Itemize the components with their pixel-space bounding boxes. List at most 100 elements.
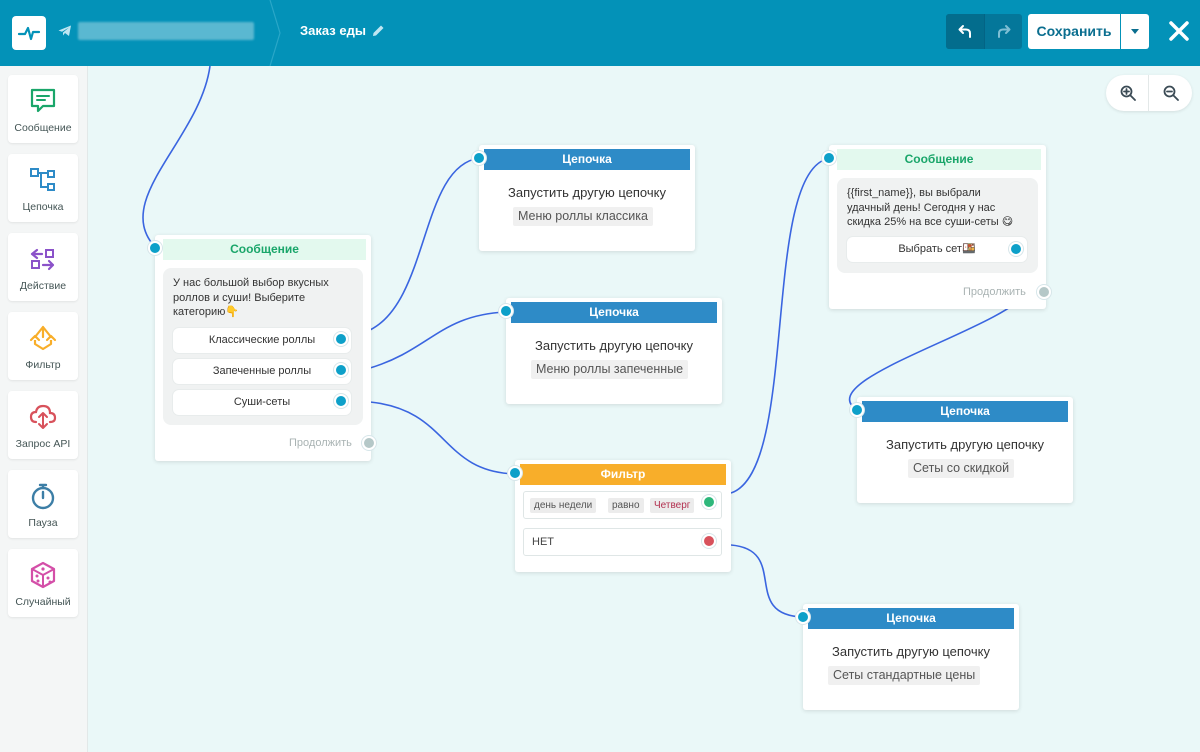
zoom-out-icon <box>1163 85 1179 101</box>
wire-filter-no-to-chain4 <box>730 544 804 618</box>
quick-reply-button-classic[interactable]: Классические роллы <box>173 328 351 353</box>
zoom-in-button[interactable] <box>1106 75 1149 111</box>
node-header: Сообщение <box>163 239 366 260</box>
chain-node-3[interactable]: Цепочка Запустить другую цепочку Сеты со… <box>857 397 1073 503</box>
chain-node-2[interactable]: Цепочка Запустить другую цепочку Меню ро… <box>506 298 722 404</box>
continue-label: Продолжить <box>289 437 352 449</box>
chain-node-4[interactable]: Цепочка Запустить другую цепочку Сеты ст… <box>803 604 1019 710</box>
save-button[interactable]: Сохранить <box>1028 14 1120 49</box>
palette-item-pause[interactable]: Пауза <box>8 470 78 538</box>
message-node-1[interactable]: Сообщение У нас большой выбор вкусных ро… <box>155 235 371 461</box>
chain-title: Запустить другую цепочку <box>832 644 990 659</box>
input-port[interactable] <box>148 241 162 255</box>
channel-name-blurred[interactable] <box>78 22 254 40</box>
node-header: Цепочка <box>808 608 1014 629</box>
quick-reply-button-choose-set[interactable]: Выбрать сет🍱 <box>847 237 1027 262</box>
zoom-controls <box>1106 75 1192 111</box>
filter-value-chip: Четверг <box>650 498 695 513</box>
message-text[interactable]: {{first_name}}, вы выбрали удачный день!… <box>847 186 1013 230</box>
chain-target-tag[interactable]: Меню роллы классика <box>513 207 653 226</box>
output-port[interactable] <box>334 363 348 377</box>
top-bar: Заказ еды Сохранить <box>0 0 1200 66</box>
zoom-in-icon <box>1120 85 1136 101</box>
flow-title[interactable]: Заказ еды <box>300 23 366 38</box>
close-button[interactable] <box>1164 16 1194 46</box>
node-header: Цепочка <box>511 302 717 323</box>
message-node-2[interactable]: Сообщение {{first_name}}, вы выбрали уда… <box>829 145 1046 309</box>
message-text[interactable]: У нас большой выбор вкусных роллов и суш… <box>173 276 329 320</box>
message-text-line: категорию👇 <box>173 306 240 318</box>
message-text-line: роллов и суши! Выберите <box>173 291 306 304</box>
chain-node-1[interactable]: Цепочка Запустить другую цепочку Меню ро… <box>479 145 695 251</box>
output-port[interactable] <box>1009 242 1023 256</box>
output-port[interactable] <box>334 394 348 408</box>
palette-item-action[interactable]: Действие <box>8 233 78 301</box>
palette-item-message[interactable]: Сообщение <box>8 75 78 143</box>
save-dropdown-button[interactable] <box>1121 14 1149 49</box>
message-text-line: У нас большой выбор вкусных <box>173 277 329 289</box>
wire-classic-to-chain1 <box>369 157 481 331</box>
node-header: Цепочка <box>862 401 1068 422</box>
input-port[interactable] <box>472 151 486 165</box>
action-icon <box>30 248 55 271</box>
message-icon <box>30 88 56 113</box>
wire-filter-yes-to-message2 <box>730 157 831 494</box>
pulse-logo-icon <box>17 26 41 41</box>
stopwatch-icon <box>31 483 55 510</box>
palette-item-filter[interactable]: Фильтр <box>8 312 78 380</box>
filter-condition-row[interactable]: день недели равно Четверг <box>523 491 722 519</box>
palette-item-chain[interactable]: Цепочка <box>8 154 78 222</box>
filter-else-row[interactable]: НЕТ <box>523 528 722 556</box>
palette-label: Фильтр <box>25 359 61 371</box>
node-header: Фильтр <box>520 464 726 485</box>
input-port[interactable] <box>508 466 522 480</box>
message-text-line: {{first_name}}, вы выбрали <box>847 187 981 199</box>
output-port[interactable] <box>334 332 348 346</box>
palette-item-api-request[interactable]: Запрос API <box>8 391 78 459</box>
chain-title: Запустить другую цепочку <box>535 338 693 353</box>
continue-port[interactable] <box>1037 285 1051 299</box>
palette-label: Запрос API <box>15 438 71 450</box>
api-cloud-icon <box>29 404 57 429</box>
chain-target-tag[interactable]: Меню роллы запеченные <box>531 360 689 379</box>
undo-icon <box>958 25 971 38</box>
continue-port[interactable] <box>362 436 376 450</box>
quick-reply-button-sushi-sets[interactable]: Суши-сеты <box>173 390 351 415</box>
wire-incoming <box>142 65 211 249</box>
wire-sets-to-filter <box>369 401 517 475</box>
filter-true-port[interactable] <box>702 495 716 509</box>
input-port[interactable] <box>499 304 513 318</box>
dice-icon <box>30 561 56 589</box>
message-text-line: скидка 25% на все суши-сеты 😋 <box>847 216 1014 228</box>
chain-title: Запустить другую цепочку <box>508 185 666 200</box>
input-port[interactable] <box>796 610 810 624</box>
node-header: Цепочка <box>484 149 690 170</box>
wire-baked-to-chain2 <box>369 311 507 369</box>
input-port[interactable] <box>822 151 836 165</box>
breadcrumb-separator-icon <box>269 0 281 66</box>
filter-icon <box>29 325 57 351</box>
history-controls <box>946 14 1022 49</box>
filter-operator-chip: равно <box>608 498 644 513</box>
chain-target-tag[interactable]: Сеты со скидкой <box>908 459 1015 478</box>
palette-label: Пауза <box>28 517 58 529</box>
node-header: Сообщение <box>837 149 1041 170</box>
chain-target-tag[interactable]: Сеты стандартные цены <box>828 666 981 685</box>
undo-button[interactable] <box>946 14 984 49</box>
filter-false-port[interactable] <box>702 534 716 548</box>
message-text-line: удачный день! Сегодня у нас <box>847 201 996 214</box>
filter-node[interactable]: Фильтр день недели равно Четверг НЕТ <box>515 460 731 572</box>
filter-field-chip: день недели <box>530 498 597 513</box>
input-port[interactable] <box>850 403 864 417</box>
block-palette: Сообщение Цепочка Действие Фильтр <box>0 66 88 752</box>
logo[interactable] <box>12 16 46 50</box>
continue-label: Продолжить <box>963 286 1026 298</box>
pencil-edit-icon[interactable] <box>372 24 385 37</box>
zoom-out-button[interactable] <box>1149 75 1192 111</box>
quick-reply-button-baked[interactable]: Запеченные роллы <box>173 359 351 384</box>
redo-icon <box>998 25 1011 38</box>
filter-else-label: НЕТ <box>532 536 554 548</box>
palette-item-random[interactable]: Случайный <box>8 549 78 617</box>
redo-button[interactable] <box>984 14 1022 49</box>
palette-label: Действие <box>19 280 67 292</box>
